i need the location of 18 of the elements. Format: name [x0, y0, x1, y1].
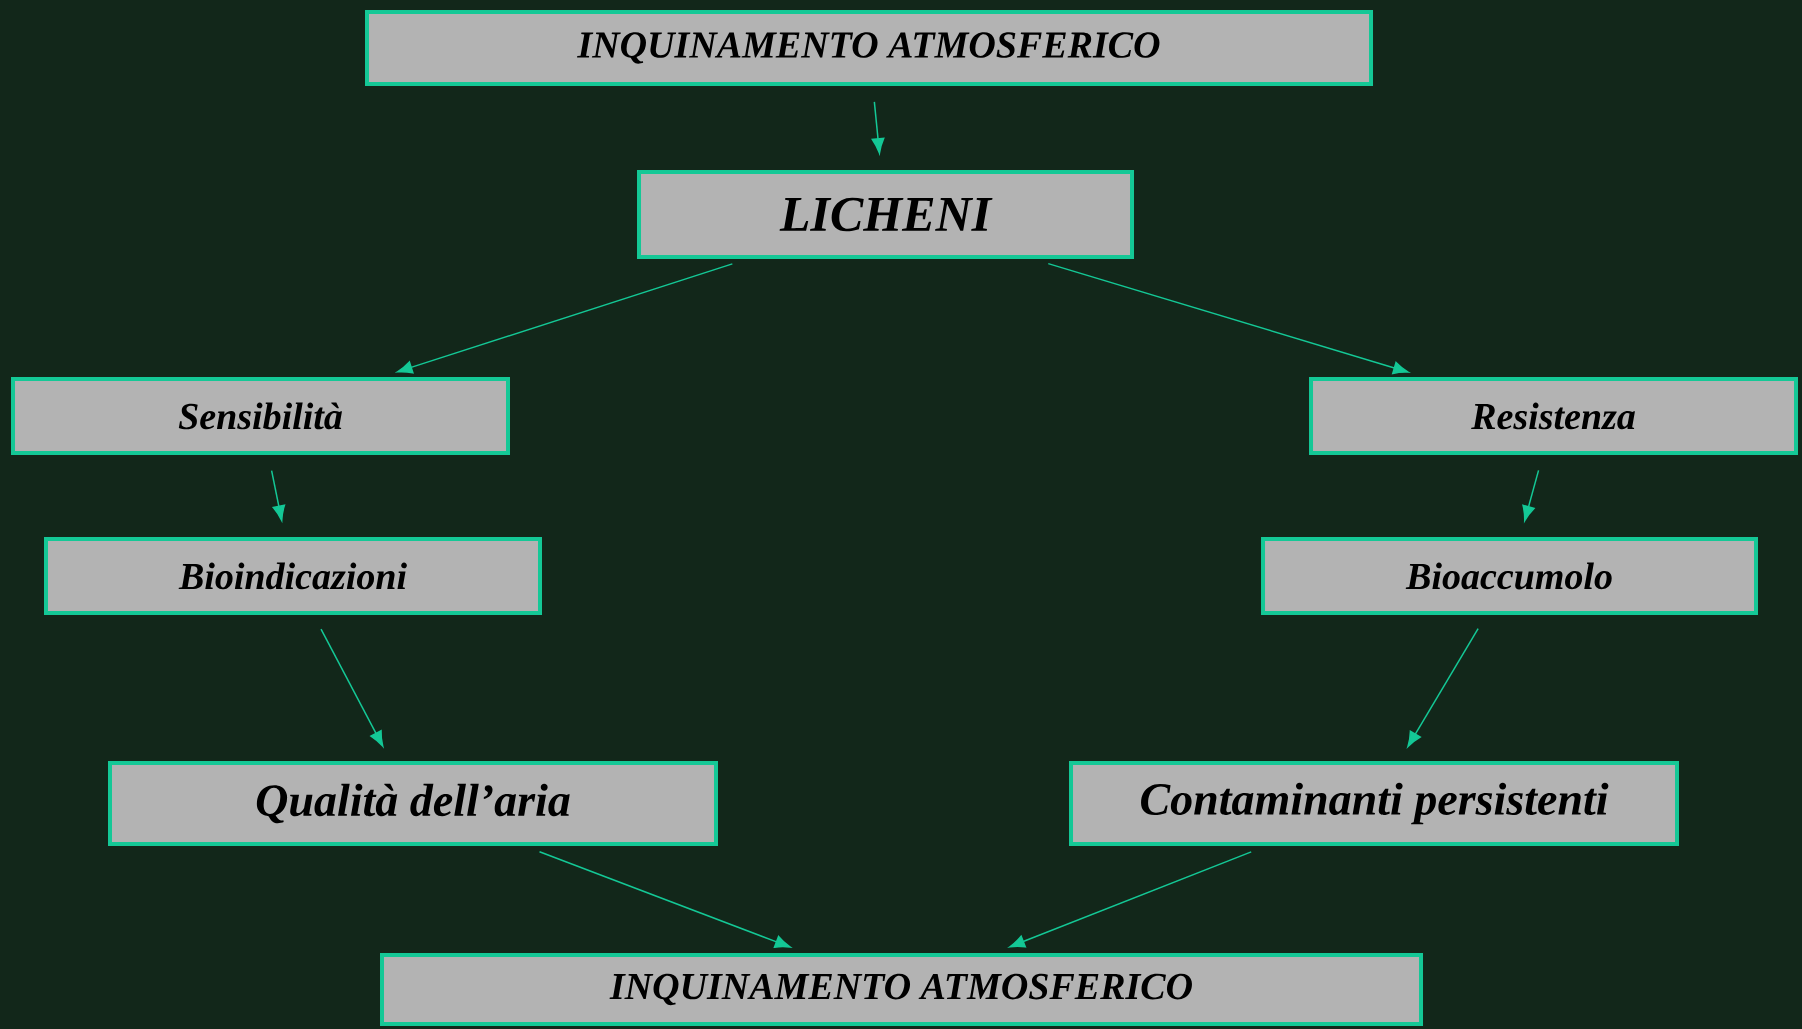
arrow	[538, 850, 791, 948]
concept-box: LICHENI	[637, 170, 1134, 259]
concept-box: Bioaccumolo	[1261, 537, 1758, 615]
arrow	[270, 469, 286, 522]
arrow	[1522, 469, 1540, 522]
concept-box: Sensibilità	[11, 377, 510, 455]
concept-box: INQUINAMENTO ATMOSFERICO	[380, 953, 1423, 1026]
arrow	[320, 628, 384, 747]
arrow	[871, 101, 885, 154]
concept-box: Bioindicazioni	[44, 537, 542, 615]
arrow	[1047, 262, 1409, 375]
concept-box: Qualità dell’aria	[108, 761, 718, 846]
arrow	[1407, 628, 1479, 748]
concept-box: INQUINAMENTO ATMOSFERICO	[365, 10, 1373, 86]
arrow	[396, 263, 734, 374]
concept-box: Resistenza	[1309, 377, 1798, 455]
arrow	[1009, 851, 1252, 948]
concept-box: Contaminanti persistenti	[1069, 761, 1679, 846]
